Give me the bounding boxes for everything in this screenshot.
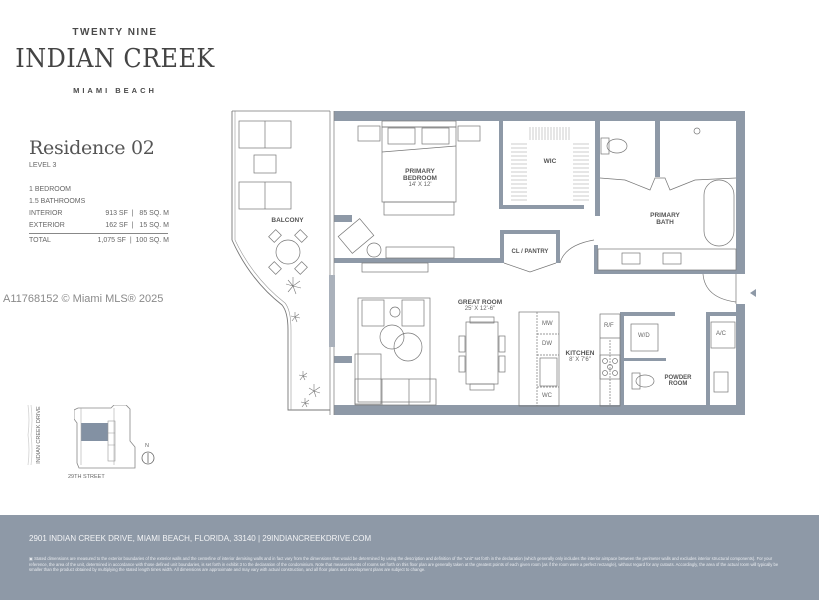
north-arrow-icon: [141, 451, 155, 465]
room-label-bedroom: PRIMARY BEDROOM 14' X 12': [395, 168, 445, 188]
keyplan-diagram: [73, 404, 136, 475]
footer-band: [0, 515, 819, 600]
appliance-refrigerator: R/F: [604, 323, 614, 329]
appliance-wine-cooler: WC: [542, 393, 552, 399]
mls-watermark: A11768152 © Miami MLS® 2025: [3, 293, 164, 305]
room-name: PRIMARY: [405, 168, 435, 175]
spec-value: 162 SF | 15 SQ. M: [105, 222, 169, 229]
spec-label: TOTAL: [29, 237, 51, 244]
street-wave-lines: [27, 404, 33, 466]
brand-tagline: TWENTY NINE: [72, 27, 158, 38]
footer-address: 2901 INDIAN CREEK DRIVE, MIAMI BEACH, FL…: [29, 534, 372, 543]
room-name: KITCHEN: [565, 350, 595, 357]
spec-label: EXTERIOR: [29, 222, 65, 229]
room-label-wic: WIC: [543, 158, 557, 165]
brand-location: MIAMI BEACH: [73, 86, 157, 95]
spec-label: INTERIOR: [29, 210, 63, 217]
bedrooms-count: 1 BEDROOM: [29, 186, 72, 193]
room-dimension: 25' X 12'-6": [464, 306, 496, 312]
room-name: BEDROOM: [403, 175, 437, 182]
room-label-great-room: GREAT ROOM 25' X 12'-6": [450, 299, 510, 312]
room-dimension: 14' X 12': [408, 182, 432, 188]
room-label-powder-room: POWDER ROOM: [657, 375, 699, 387]
spec-value: 1,075 SF | 100 SQ. M: [97, 237, 169, 244]
appliance-microwave: MW: [542, 321, 553, 327]
appliance-washer-dryer: W/D: [638, 333, 650, 339]
north-label: N: [145, 443, 149, 449]
room-label-balcony: BALCONY: [271, 217, 304, 224]
spec-row-interior: INTERIOR 913 SF | 85 SQ. M: [29, 210, 169, 217]
spec-divider: [29, 233, 168, 234]
spec-row-exterior: EXTERIOR 162 SF | 15 SQ. M: [29, 222, 169, 229]
room-dimension: 8' X 7'6": [569, 357, 591, 363]
room-label-primary-bath: PRIMARY BATH: [640, 212, 690, 226]
bathrooms-count: 1.5 BATHROOMS: [29, 198, 86, 205]
keyplan-street-vertical: INDIAN CREEK DRIVE: [36, 406, 42, 464]
appliance-dishwasher: DW: [542, 341, 552, 347]
disclaimer-text: Stated dimensions are measured to the ex…: [29, 556, 779, 572]
floor-plan: [225, 105, 785, 425]
residence-level: LEVEL 3: [29, 162, 57, 169]
spec-value: 913 SF | 85 SQ. M: [105, 210, 169, 217]
keyplan-street-horizontal: 29TH STREET: [68, 474, 105, 480]
room-name: GREAT ROOM: [457, 299, 503, 306]
room-name: BATH: [656, 219, 674, 226]
camera-icon: ▣: [29, 556, 35, 561]
appliance-ac: A/C: [716, 331, 727, 337]
room-name: POWDER: [664, 375, 692, 381]
room-name: PRIMARY: [650, 212, 680, 219]
brand-logo: INDIAN CREEK: [15, 44, 215, 74]
spec-row-total: TOTAL 1,075 SF | 100 SQ. M: [29, 237, 169, 244]
room-label-pantry: CL / PANTRY: [511, 249, 549, 255]
room-label-kitchen: KITCHEN 8' X 7'6": [561, 350, 599, 363]
footer-disclaimer: ▣ Stated dimensions are measured to the …: [29, 556, 789, 573]
residence-title: Residence 02: [29, 137, 155, 159]
room-name: ROOM: [668, 381, 688, 387]
